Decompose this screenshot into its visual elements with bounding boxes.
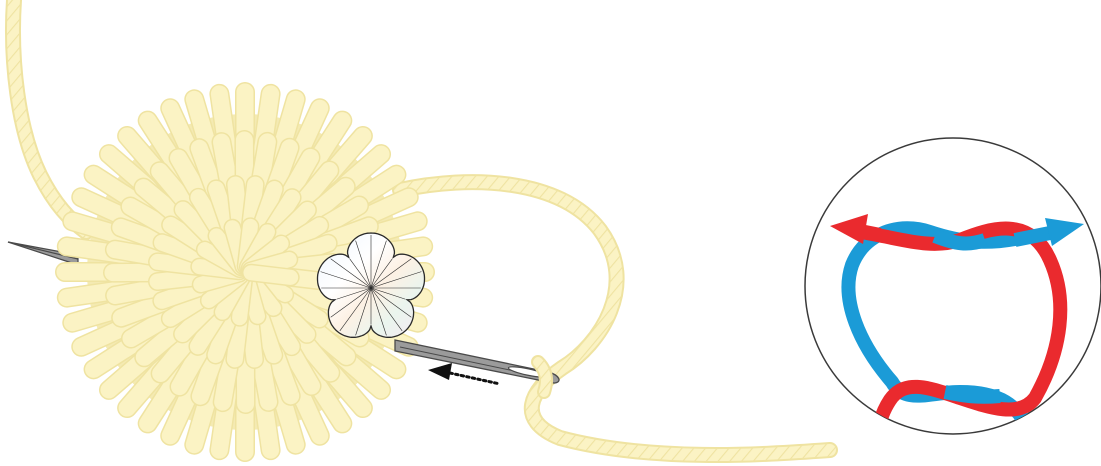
yarn-through-eye: [538, 362, 546, 392]
yarn-strand-loop: [400, 182, 830, 455]
knot-detail-inset: [805, 138, 1101, 440]
pompom-strand: [251, 273, 291, 278]
